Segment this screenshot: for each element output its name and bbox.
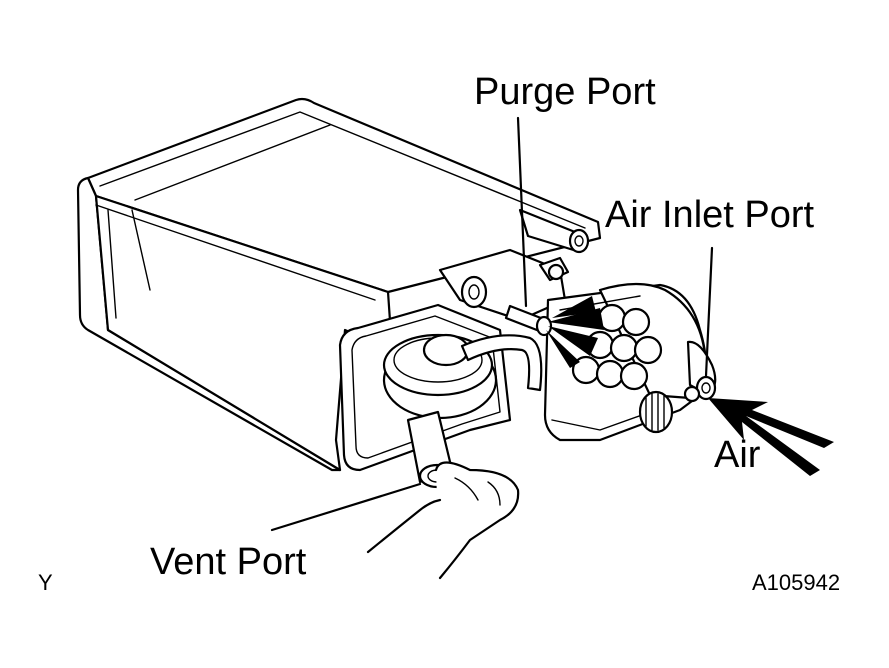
view-letter-label: Y — [38, 570, 53, 595]
vent-valve — [382, 333, 543, 420]
purge-port-nipple — [504, 304, 553, 337]
valve-knob — [638, 390, 674, 434]
vent-port-label: Vent Port — [150, 541, 307, 583]
air-inlet-port-leader — [704, 246, 714, 378]
purge-port-label: Purge Port — [474, 71, 656, 113]
air-spray — [546, 296, 604, 368]
air-inlet-nozzle — [683, 340, 717, 403]
air-label: Air — [714, 434, 761, 476]
air-inlet-port-label: Air Inlet Port — [605, 194, 815, 236]
hand — [366, 461, 520, 580]
air-arrow — [708, 398, 834, 476]
vent-port-leader — [270, 482, 422, 532]
purge-port-leader — [516, 116, 528, 308]
figure-id-label: A105942 — [752, 570, 840, 595]
canister-top-fittings — [438, 208, 590, 322]
